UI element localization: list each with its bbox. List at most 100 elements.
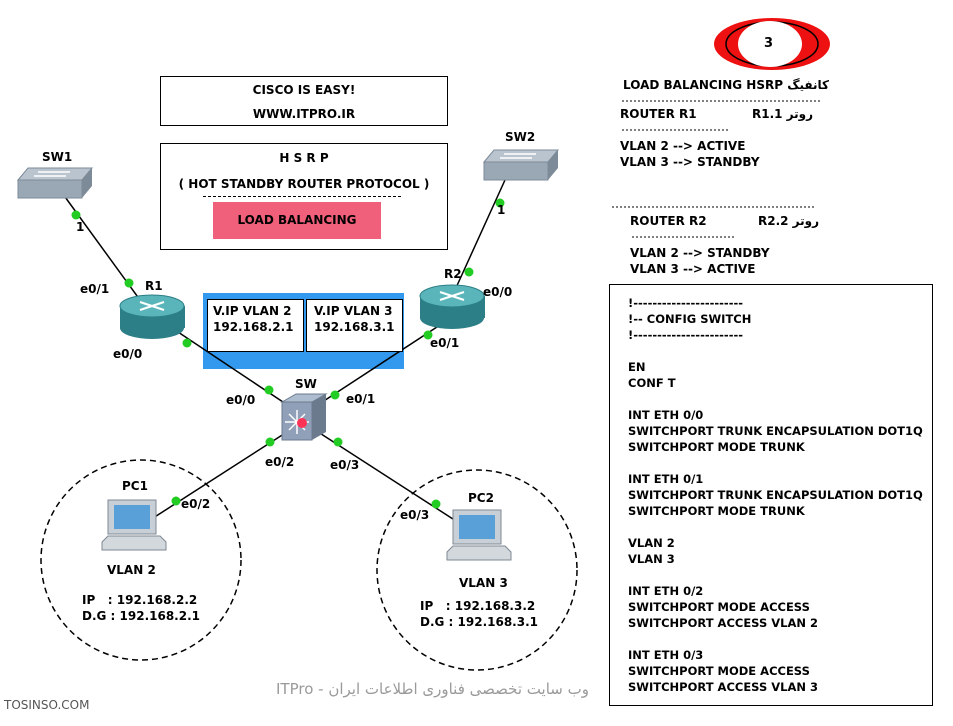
switch-config-line: INT ETH 0/2 bbox=[628, 584, 704, 598]
pc1-vlan-zone bbox=[40, 459, 242, 661]
vip-vlan3-box: V.IP VLAN 3 192.168.3.1 bbox=[306, 299, 403, 352]
dot-sw-e00 bbox=[264, 385, 274, 395]
r1-e01-label: e0/1 bbox=[80, 282, 110, 296]
info-box: CISCO IS EASY! WWW.ITPRO.IR bbox=[160, 76, 448, 126]
r2-e00-label: e0/0 bbox=[483, 285, 513, 299]
switch-config-line: VLAN 3 bbox=[628, 552, 675, 566]
info-line-1: CISCO IS EASY! bbox=[252, 83, 356, 97]
switch-config-line: INT ETH 0/0 bbox=[628, 408, 704, 422]
sw-label: SW bbox=[295, 377, 317, 391]
sw2-icon bbox=[482, 149, 560, 181]
dot-sw1 bbox=[71, 210, 81, 220]
sw-e02-label: e0/2 bbox=[265, 455, 295, 469]
itpro-watermark: ITPro - وب سایت تخصصی فناوری اطلاعات ایر… bbox=[276, 680, 589, 698]
tosinso-watermark: TOSINSO.COM bbox=[4, 698, 90, 712]
r1-config-title: ROUTER R1 bbox=[620, 107, 697, 121]
switch-config-line: SWITCHPORT MODE ACCESS bbox=[628, 664, 810, 678]
r1-config-line-2: VLAN 3 --> STANDBY bbox=[620, 155, 760, 169]
switch-config-line: SWITCHPORT MODE TRUNK bbox=[628, 504, 805, 518]
load-balancing-button[interactable]: LOAD BALANCING bbox=[213, 202, 381, 239]
pc2-gateway: D.G : 192.168.3.1 bbox=[420, 615, 538, 629]
dot-r2-e01 bbox=[423, 330, 433, 340]
config-header: LOAD BALANCING HSRP کانفیگ bbox=[623, 78, 829, 92]
hsrp-subtitle: ( HOT STANDBY ROUTER PROTOCOL ) bbox=[178, 177, 430, 191]
r1-icon bbox=[119, 294, 185, 339]
pc1-ip: IP : 192.168.2.2 bbox=[82, 593, 198, 607]
r1-label: R1 bbox=[145, 279, 163, 293]
dot-pc1 bbox=[171, 496, 181, 506]
load-balancing-label: LOAD BALANCING bbox=[237, 213, 357, 227]
pc2-icon bbox=[446, 509, 512, 561]
vip-vlan3-title: V.IP VLAN 3 bbox=[314, 304, 393, 318]
dot-sw-e01 bbox=[330, 390, 340, 400]
pc2-vlan: VLAN 3 bbox=[459, 576, 508, 590]
pc1-port-label: e0/2 bbox=[181, 497, 211, 511]
switch-config-panel: !----------------------- !-- CONFIG SWITC… bbox=[609, 284, 933, 706]
badge-number: 3 bbox=[764, 36, 774, 51]
config-separators bbox=[612, 100, 820, 238]
pc2-vlan-zone bbox=[376, 469, 578, 671]
sw-e00-label: e0/0 bbox=[226, 393, 256, 407]
sw1-port-label: 1 bbox=[76, 220, 85, 234]
vip-vlan2-ip: 192.168.2.1 bbox=[213, 320, 294, 334]
switch-config-line: SWITCHPORT ACCESS VLAN 2 bbox=[628, 616, 818, 630]
pc1-vlan: VLAN 2 bbox=[107, 563, 156, 577]
link-dots bbox=[71, 198, 505, 509]
r1-config-line-1: VLAN 2 --> ACTIVE bbox=[620, 139, 746, 153]
r2-config-title: ROUTER R2 bbox=[630, 214, 707, 228]
r2-config-line-2: VLAN 3 --> ACTIVE bbox=[630, 262, 756, 276]
switch-config-line: INT ETH 0/3 bbox=[628, 648, 704, 662]
pc2-port-label: e0/3 bbox=[400, 508, 430, 522]
number-badge-ring bbox=[714, 18, 830, 70]
sw-e01-label: e0/1 bbox=[346, 392, 376, 406]
sw2-label: SW2 bbox=[505, 130, 536, 144]
pc2-ip: IP : 192.168.3.2 bbox=[420, 599, 536, 613]
r2-e01-label: e0/1 bbox=[430, 336, 460, 350]
pc2-label: PC2 bbox=[468, 491, 494, 505]
sw-e03-label: e0/3 bbox=[330, 458, 360, 472]
r1-config-fa: روتر R1.1 bbox=[752, 107, 814, 121]
switch-config-line: SWITCHPORT TRUNK ENCAPSULATION DOT1Q bbox=[628, 424, 923, 438]
sw1-label: SW1 bbox=[42, 150, 73, 164]
dot-r2-e00 bbox=[464, 267, 474, 277]
switch-config-line: EN bbox=[628, 360, 646, 374]
vip-vlan3-ip: 192.168.3.1 bbox=[314, 320, 395, 334]
sw-multilayer-icon bbox=[280, 393, 328, 441]
pc1-icon bbox=[101, 499, 167, 551]
pc1-gateway: D.G : 192.168.2.1 bbox=[82, 609, 200, 623]
dot-pc2 bbox=[431, 499, 441, 509]
r2-label: R2 bbox=[444, 267, 462, 281]
switch-config-line: INT ETH 0/1 bbox=[628, 472, 704, 486]
hsrp-box: H S R P ( HOT STANDBY ROUTER PROTOCOL ) … bbox=[160, 143, 448, 250]
hsrp-divider bbox=[203, 196, 401, 197]
dot-sw-e02 bbox=[265, 437, 275, 447]
switch-config-line: !----------------------- bbox=[628, 328, 744, 342]
hsrp-title: H S R P bbox=[279, 151, 329, 165]
link-r1-sw bbox=[174, 329, 296, 411]
pc1-label: PC1 bbox=[122, 479, 148, 493]
switch-config-line: CONF T bbox=[628, 376, 676, 390]
link-sw-pc2 bbox=[314, 429, 471, 531]
vip-vlan2-box: V.IP VLAN 2 192.168.2.1 bbox=[207, 299, 304, 352]
r2-config-fa: روتر R2.2 bbox=[758, 214, 820, 228]
r2-config-line-1: VLAN 2 --> STANDBY bbox=[630, 246, 770, 260]
switch-config-line: SWITCHPORT MODE ACCESS bbox=[628, 600, 810, 614]
vip-vlan2-title: V.IP VLAN 2 bbox=[213, 304, 292, 318]
sw2-port-label: 1 bbox=[497, 203, 506, 217]
switch-config-line: SWITCHPORT TRUNK ENCAPSULATION DOT1Q bbox=[628, 488, 923, 502]
info-line-2: WWW.ITPRO.IR bbox=[252, 107, 356, 121]
dot-r1-e00 bbox=[182, 338, 192, 348]
r2-icon bbox=[419, 284, 485, 329]
dot-sw-e03 bbox=[333, 437, 343, 447]
dot-sw2 bbox=[495, 198, 505, 208]
link-sw2-r2 bbox=[454, 179, 506, 291]
switch-config-line: SWITCHPORT ACCESS VLAN 3 bbox=[628, 680, 818, 694]
switch-config-line: !-- CONFIG SWITCH bbox=[628, 312, 752, 326]
links bbox=[59, 179, 506, 531]
switch-config-line: !----------------------- bbox=[628, 296, 744, 310]
dot-r1-e01 bbox=[124, 278, 134, 288]
r1-e00-label: e0/0 bbox=[113, 347, 143, 361]
sw1-icon bbox=[16, 167, 94, 199]
switch-config-line: SWITCHPORT MODE TRUNK bbox=[628, 440, 805, 454]
